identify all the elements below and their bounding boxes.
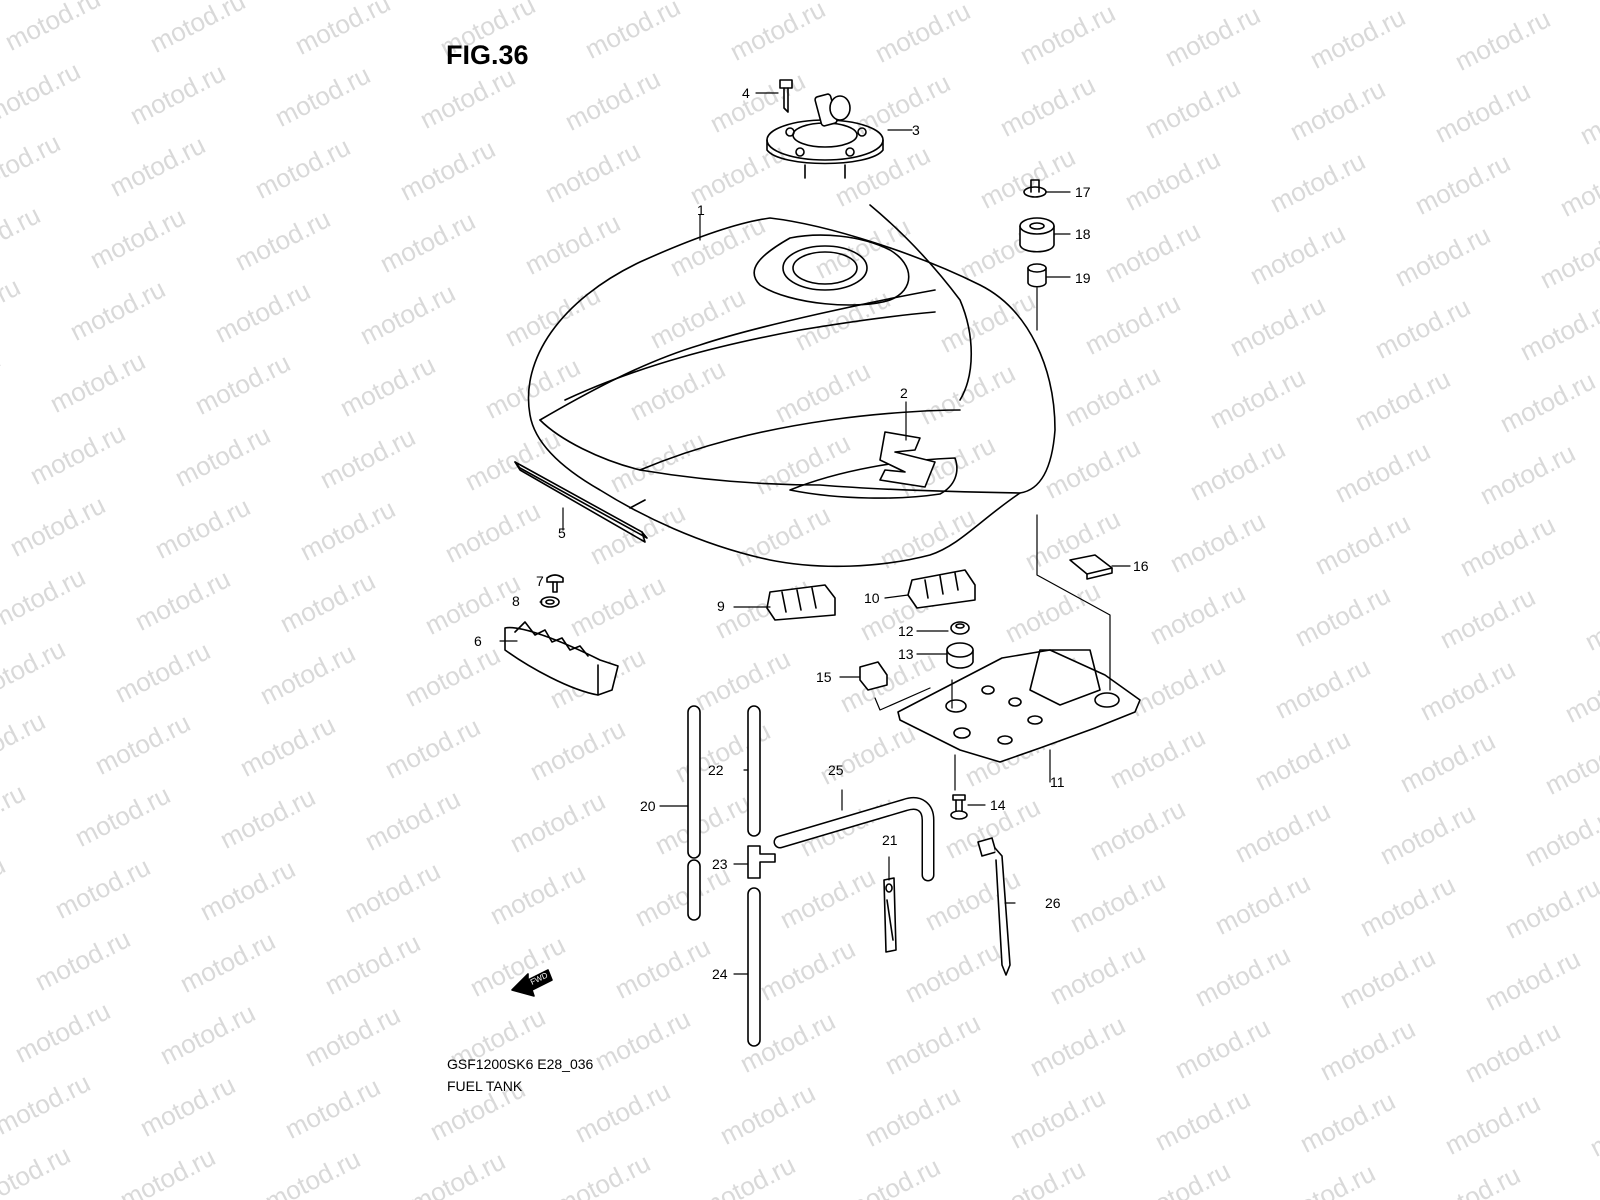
figure-code: GSF1200SK6 E28_036: [447, 1056, 594, 1072]
part-clamp-21[interactable]: [883, 877, 897, 953]
callout-3[interactable]: 3: [912, 122, 920, 138]
part-bolt-cap[interactable]: [779, 79, 793, 113]
part-bolt-17[interactable]: [1023, 179, 1047, 198]
part-tray-plate[interactable]: [897, 649, 1141, 763]
fwd-arrow-icon: [511, 969, 553, 997]
callout-25[interactable]: 25: [828, 762, 844, 778]
part-pad-16[interactable]: [1069, 554, 1113, 580]
part-joint-23[interactable]: [747, 845, 776, 879]
part-cushion-left[interactable]: [766, 584, 836, 621]
callout-21[interactable]: 21: [882, 832, 898, 848]
part-hose-25[interactable]: [773, 797, 935, 882]
callout-20[interactable]: 20: [640, 798, 656, 814]
callout-4[interactable]: 4: [742, 85, 750, 101]
callout-11[interactable]: 11: [1050, 774, 1065, 790]
callout-17[interactable]: 17: [1075, 184, 1091, 200]
part-fuel-tank[interactable]: [527, 204, 1056, 568]
part-collar-19[interactable]: [1027, 263, 1047, 288]
part-bolt-14[interactable]: [950, 794, 968, 820]
callout-24[interactable]: 24: [712, 966, 728, 982]
part-hose-22[interactable]: [747, 705, 761, 837]
part-strip[interactable]: [514, 461, 648, 543]
callout-14[interactable]: 14: [990, 797, 1006, 813]
callout-12[interactable]: 12: [898, 623, 914, 639]
callout-2[interactable]: 2: [900, 385, 908, 401]
callout-23[interactable]: 23: [712, 856, 728, 872]
callout-7[interactable]: 7: [536, 573, 544, 589]
callout-22[interactable]: 22: [708, 762, 724, 778]
callout-26[interactable]: 26: [1045, 895, 1061, 911]
part-washer-12[interactable]: [950, 621, 970, 635]
callout-8[interactable]: 8: [512, 593, 520, 609]
figure-caption: FUEL TANK: [447, 1078, 523, 1094]
callout-10[interactable]: 10: [864, 590, 880, 606]
part-cushion-18[interactable]: [1019, 217, 1055, 253]
callout-5[interactable]: 5: [558, 525, 566, 541]
part-fuel-cap[interactable]: [766, 93, 884, 179]
callout-13[interactable]: 13: [898, 646, 914, 662]
callout-18[interactable]: 18: [1075, 226, 1091, 242]
callout-9[interactable]: 9: [717, 598, 725, 614]
part-hose-24[interactable]: [747, 887, 761, 1047]
part-hose-20[interactable]: [687, 705, 701, 921]
part-emblem[interactable]: [879, 431, 936, 488]
part-rubber-15[interactable]: [859, 661, 888, 691]
part-cushion-right[interactable]: [907, 569, 976, 609]
callout-labels: 1 2 3 4 5 6 7 8 9 10 11 12 13 14 15 16 1…: [474, 85, 1149, 982]
part-bracket-rear[interactable]: [504, 621, 619, 696]
part-washer[interactable]: [540, 596, 560, 608]
callout-15[interactable]: 15: [816, 669, 832, 685]
callout-16[interactable]: 16: [1133, 558, 1149, 574]
figure-title: FIG.36: [446, 40, 529, 70]
callout-6[interactable]: 6: [474, 633, 482, 649]
leader-lines: [499, 92, 1131, 975]
part-cushion-13[interactable]: [946, 642, 974, 669]
figure-footer: GSF1200SK6 E28_036 FUEL TANK: [447, 1053, 593, 1097]
callout-19[interactable]: 19: [1075, 270, 1091, 286]
callout-1[interactable]: 1: [697, 202, 705, 218]
part-clamp-26[interactable]: [977, 837, 1011, 976]
part-screw-small[interactable]: [546, 574, 564, 593]
